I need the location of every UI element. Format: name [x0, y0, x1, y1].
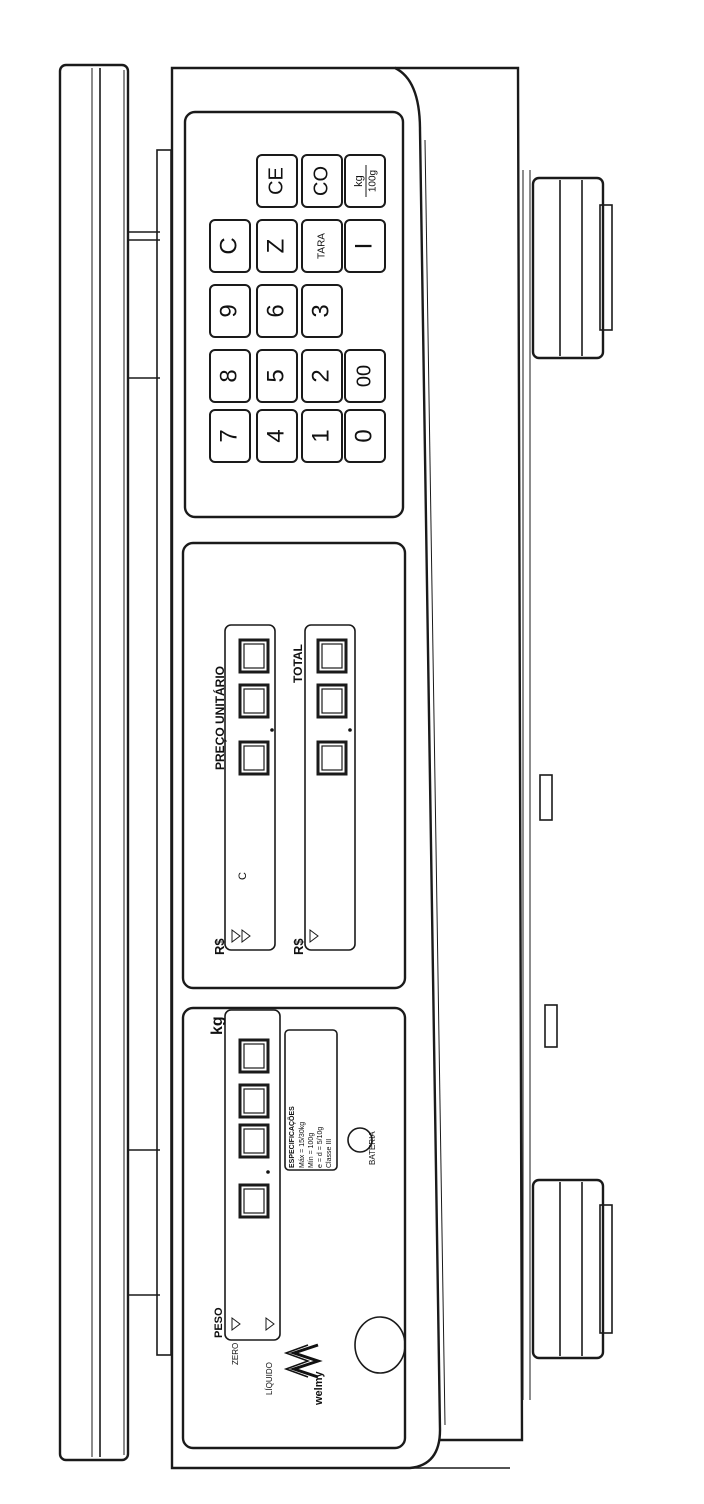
total-currency: R$	[291, 938, 306, 955]
price-digit-3	[238, 740, 270, 776]
platter-support	[128, 149, 172, 1356]
key-label-7: 7	[215, 429, 242, 442]
key-z[interactable]	[256, 219, 298, 273]
foot-top	[531, 176, 613, 360]
key-9[interactable]	[209, 284, 251, 338]
weight-digit-4-inner	[243, 1188, 265, 1214]
weight-digit-2-inner	[243, 1088, 265, 1114]
battery-label: BATERIA	[368, 1131, 377, 1165]
welmy-logo	[283, 1343, 323, 1379]
key-label-9: 9	[215, 304, 242, 317]
price-digit-3-inner	[243, 745, 265, 771]
key-00[interactable]	[344, 349, 386, 403]
total-digit-1	[316, 638, 348, 674]
spec-line-4: e = d = 5/10g	[317, 1127, 324, 1168]
key-label-8: 8	[215, 369, 242, 382]
key-kg-100g[interactable]	[344, 154, 386, 208]
weight-digit-3-inner	[243, 1128, 265, 1154]
key-label-kg: kg	[353, 175, 365, 187]
spec-line-3: Mín = 100g	[308, 1133, 315, 1168]
total-digit-3-inner	[321, 745, 343, 771]
liquido-label: LÍQUIDO	[265, 1362, 274, 1395]
foot-bottom	[531, 1178, 613, 1360]
weighing-platter	[58, 63, 130, 1462]
key-4[interactable]	[256, 409, 298, 463]
key-tara[interactable]	[301, 219, 343, 273]
price-display-panel	[181, 541, 407, 990]
weight-digit-3	[238, 1123, 270, 1159]
price-digit-2	[238, 683, 270, 719]
spec-line-2: Máx = 15/30kg	[299, 1122, 306, 1168]
weight-decimal-point	[266, 1170, 270, 1174]
digit-windows	[238, 638, 352, 1219]
key-8[interactable]	[209, 349, 251, 403]
key-6[interactable]	[256, 284, 298, 338]
key-label-00: 00	[353, 365, 375, 387]
spec-text: ESPECIFICAÇÕES Máx = 15/30kg Mín = 100g …	[287, 1106, 333, 1168]
price-decimal-point	[270, 728, 274, 732]
key-label-1: 1	[307, 429, 334, 442]
total-digit-2	[316, 683, 348, 719]
key-i[interactable]	[344, 219, 386, 273]
price-digit-1-inner	[243, 643, 265, 669]
indicator-triangles	[231, 929, 319, 1331]
price-digit-2-inner	[243, 688, 265, 714]
key-label-co: CO	[310, 166, 332, 196]
key-2[interactable]	[301, 349, 343, 403]
key-3[interactable]	[301, 284, 343, 338]
key-label-2: 2	[307, 369, 334, 382]
key-ce[interactable]	[256, 154, 298, 208]
total-digit-3	[316, 740, 348, 776]
weight-digit-1	[238, 1038, 270, 1074]
key-label-3: 3	[307, 304, 334, 317]
brand-name: welmy	[313, 1370, 325, 1406]
total-digit-1-inner	[321, 643, 343, 669]
c-mark: C	[237, 872, 249, 880]
weight-digit-1-inner	[243, 1043, 265, 1069]
zero-label: ZERO	[231, 1343, 240, 1365]
total-decimal-point	[348, 728, 352, 732]
side-latch	[539, 774, 558, 1048]
weight-digit-4	[238, 1183, 270, 1219]
scale-body	[170, 66, 531, 1470]
key-label-ce: CE	[265, 167, 287, 195]
key-co[interactable]	[301, 154, 343, 208]
spec-line-5: Classe III	[326, 1139, 333, 1168]
key-label-tara: TARA	[317, 233, 328, 259]
price-digit-1	[238, 638, 270, 674]
key-label-100g: 100g	[368, 170, 379, 192]
total-label: TOTAL	[291, 644, 305, 683]
key-label-c: C	[215, 237, 242, 254]
unit-price-currency: R$	[212, 938, 227, 955]
key-label-0: 0	[350, 429, 377, 442]
weight-unit-label: kg	[209, 1016, 226, 1035]
key-label-5: 5	[262, 369, 289, 382]
key-0[interactable]	[344, 409, 386, 463]
weight-digit-2	[238, 1083, 270, 1119]
key-1[interactable]	[301, 409, 343, 463]
unit-price-label: PREÇO UNITÁRIO	[212, 666, 227, 770]
key-5[interactable]	[256, 349, 298, 403]
key-label-z: Z	[262, 239, 289, 254]
key-c[interactable]	[209, 219, 251, 273]
key-label-4: 4	[262, 429, 289, 442]
keypad-panel	[183, 110, 405, 519]
key-label-6: 6	[262, 304, 289, 317]
spec-line-1: ESPECIFICAÇÕES	[287, 1106, 296, 1168]
total-digit-2-inner	[321, 688, 343, 714]
key-label-i: I	[350, 243, 377, 250]
key-7[interactable]	[209, 409, 251, 463]
weight-display-panel	[181, 1006, 407, 1450]
peso-label: PESO	[213, 1307, 225, 1338]
